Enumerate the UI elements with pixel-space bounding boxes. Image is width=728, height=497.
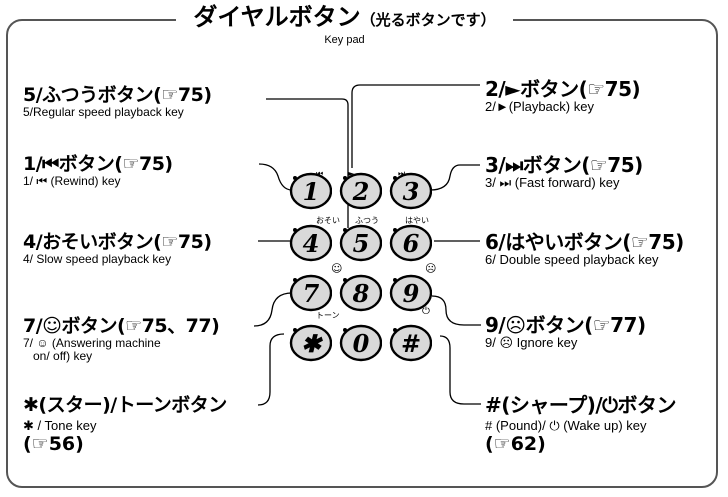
mark-regular: ふつう	[355, 216, 379, 225]
mark-slow: おそい	[316, 216, 340, 225]
label-key-pound-ref: (☞62)	[485, 433, 546, 455]
key-5-indicator	[343, 228, 347, 232]
key-3-shape	[389, 172, 432, 210]
key-7-label: 7	[303, 279, 320, 308]
title-block: ダイヤルボタン（光るボタンです） Key pad	[176, 3, 513, 47]
key-2-label: 2	[352, 177, 370, 206]
label-key-1: 1/⏮ボタン(☞75) 1/ ⏮ (Rewind) key	[23, 153, 173, 188]
label-key-pound-en: # (Pound)/ ⏻ (Wake up) key	[485, 418, 647, 433]
label-key-2-en: 2/►(Playback) key	[485, 99, 594, 114]
label-key-5-en: 5/Regular speed playback key	[23, 105, 184, 119]
key-6-indicator	[393, 228, 397, 232]
mark-tone: トーン	[316, 311, 340, 320]
label-key-7-en-1: 7/ ☺ (Answering machine	[23, 336, 161, 350]
label-key-3-jp: 3/⏭ボタン(☞75)	[485, 153, 643, 177]
key-4-shape	[289, 224, 332, 262]
key-1-button[interactable]: 1	[288, 170, 332, 210]
label-key-star: ✱(スター)/トーンボタン ✱ / Tone key (☞56)	[23, 394, 227, 455]
key-8-shape	[339, 274, 382, 312]
label-key-star-en: ✱ / Tone key	[23, 418, 97, 433]
key-8-button[interactable]: 8	[338, 272, 382, 312]
key-0-shape	[339, 324, 382, 362]
label-key-4-jp: 4/おそいボタン(☞75)	[23, 231, 212, 253]
key-star-button[interactable]: ✱	[288, 322, 332, 362]
key-8-label: 8	[352, 279, 370, 308]
key-6-button[interactable]: 6	[388, 222, 432, 262]
key-7-shape	[289, 274, 332, 312]
key-4-label: 4	[303, 229, 320, 258]
label-key-pound: #(シャープ)/⏻ボタン # (Pound)/ ⏻ (Wake up) key …	[485, 394, 676, 455]
mark-fast: はやい	[405, 216, 429, 225]
key-8-indicator	[343, 278, 347, 282]
label-key-7-en-2: on/ off) key	[33, 349, 93, 363]
key-3-button[interactable]: 3	[388, 170, 432, 210]
key-5-shape	[339, 224, 382, 262]
answering-machine-icon: ☺	[331, 262, 343, 275]
key-pound-shape	[389, 324, 432, 362]
label-key-4: 4/おそいボタン(☞75) 4/ Slow speed playback key	[23, 231, 212, 266]
label-key-7-jp: 7/☺ボタン(☞75、77)	[23, 315, 220, 337]
key-pound-label: #	[401, 329, 421, 358]
key-4-indicator	[293, 228, 297, 232]
key-star-label: ✱	[301, 329, 323, 358]
key-9-indicator	[393, 278, 397, 282]
wake-up-icon: ⏻	[422, 306, 430, 317]
key-4-button[interactable]: 4	[288, 222, 332, 262]
key-7-button[interactable]: 7	[288, 272, 332, 312]
label-key-3: 3/⏭ボタン(☞75) 3/ ⏭ (Fast forward) key	[485, 154, 643, 190]
key-1-label: 1	[303, 177, 320, 206]
key-9-shape	[389, 274, 432, 312]
key-9-label: 9	[403, 279, 420, 308]
key-6-shape	[389, 224, 432, 262]
key-2-shape	[339, 172, 382, 210]
title-jp: ダイヤルボタン（光るボタンです）	[176, 3, 513, 34]
key-star-shape	[289, 324, 332, 362]
label-key-1-en: 1/ ⏮ (Rewind) key	[23, 174, 121, 188]
label-key-9-en: 9/ ☹ Ignore key	[485, 335, 578, 350]
mark-play-icon: ►	[348, 169, 355, 178]
label-key-6: 6/はやいボタン(☞75) 6/ Double speed playback k…	[485, 231, 684, 267]
key-9-button[interactable]: 9	[388, 272, 432, 312]
label-key-5-jp: 5/ふつうボタン(☞75)	[23, 84, 212, 106]
key-2-indicator	[343, 176, 347, 180]
title-paren: （光るボタンです）	[360, 11, 496, 29]
key-1-shape	[289, 172, 332, 210]
key-3-label: 3	[403, 177, 420, 206]
key-1-indicator	[293, 176, 297, 180]
key-0-label: 0	[353, 329, 370, 358]
key-pound-indicator	[393, 328, 397, 332]
mark-fast-forward-icon: ⏭	[398, 169, 406, 178]
key-2-button[interactable]: 2	[338, 170, 382, 210]
label-key-7: 7/☺ボタン(☞75、77) 7/ ☺ (Answering machine o…	[23, 315, 220, 363]
label-key-star-jp: ✱(スター)/トーンボタン	[23, 394, 227, 416]
key-pound-button[interactable]: #	[388, 322, 432, 362]
label-key-9-jp: 9/☹ボタン(☞77)	[485, 313, 646, 337]
label-key-2: 2/►ボタン(☞75) 2/►(Playback) key	[485, 77, 641, 114]
label-key-star-ref: (☞56)	[23, 433, 84, 455]
label-key-9: 9/☹ボタン(☞77) 9/ ☹ Ignore key	[485, 314, 646, 350]
key-5-label: 5	[353, 229, 370, 258]
ignore-icon: ☹	[425, 262, 437, 275]
mark-rewind-icon: ⏮	[316, 169, 324, 178]
key-5-button[interactable]: 5	[338, 222, 382, 262]
key-star-indicator	[293, 328, 297, 332]
key-6-label: 6	[403, 229, 420, 258]
label-key-5: 5/ふつうボタン(☞75) 5/Regular speed playback k…	[23, 84, 212, 119]
label-key-pound-jp: #(シャープ)/⏻ボタン	[485, 393, 676, 417]
key-7-indicator	[293, 278, 297, 282]
key-0-button[interactable]: 0	[338, 322, 382, 362]
key-0-indicator	[343, 328, 347, 332]
label-key-6-jp: 6/はやいボタン(☞75)	[485, 230, 684, 254]
key-3-indicator	[393, 176, 397, 180]
title-en: Key pad	[324, 34, 365, 46]
label-key-2-jp: 2/►ボタン(☞75)	[485, 77, 641, 101]
label-key-6-en: 6/ Double speed playback key	[485, 252, 659, 267]
label-key-4-en: 4/ Slow speed playback key	[23, 252, 172, 266]
label-key-3-en: 3/ ⏭ (Fast forward) key	[485, 175, 620, 190]
label-key-1-jp: 1/⏮ボタン(☞75)	[23, 153, 173, 175]
title-main: ダイヤルボタン	[193, 3, 361, 31]
